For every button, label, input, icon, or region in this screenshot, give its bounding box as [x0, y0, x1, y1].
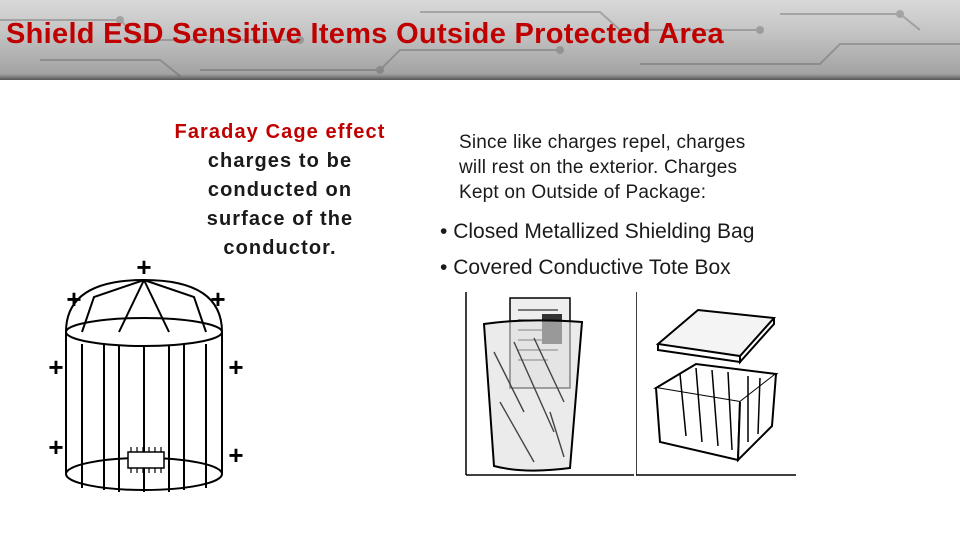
- faraday-heading: Faraday Cage effect: [174, 121, 386, 143]
- charge-symbol: +: [136, 252, 151, 282]
- bullet-item: • Covered Conductive Tote Box: [440, 250, 754, 286]
- faraday-caption: Faraday Cage effect charges to be conduc…: [140, 118, 420, 263]
- explanation-line: Since like charges repel, charges: [459, 132, 746, 153]
- charge-symbol: +: [210, 284, 225, 314]
- faraday-cage-illustration: + + + + + + +: [48, 252, 244, 492]
- explanation-text: Since like charges repel, charges will r…: [459, 130, 839, 205]
- faraday-line: conducted on: [207, 179, 353, 201]
- tote-lid-icon: [655, 308, 777, 365]
- bullet-marker: •: [440, 256, 448, 279]
- faraday-line: conductor.: [223, 237, 337, 259]
- faraday-line: charges to be: [207, 150, 353, 172]
- circuit-pattern: [0, 10, 960, 77]
- explanation-line: Kept on Outside of Package:: [459, 182, 707, 203]
- bullet-text: Closed Metallized Shielding Bag: [453, 220, 755, 243]
- charge-symbol: +: [48, 432, 63, 462]
- charge-symbol: +: [48, 352, 63, 382]
- charge-symbol: +: [228, 440, 243, 470]
- explanation-line: will rest on the exterior. Charges: [459, 157, 738, 178]
- charge-symbol: +: [66, 284, 81, 314]
- shielding-bag-illustration: [465, 292, 634, 476]
- title-banner: Shield ESD Sensitive Items Outside Prote…: [0, 0, 960, 80]
- tote-box-icon: [653, 362, 779, 463]
- charge-symbol: +: [228, 352, 243, 382]
- faraday-line: surface of the: [206, 208, 354, 230]
- bullet-list: • Closed Metallized Shielding Bag • Cove…: [440, 214, 754, 286]
- slide-title: Shield ESD Sensitive Items Outside Prote…: [6, 18, 724, 50]
- tote-box-illustration: [636, 292, 796, 476]
- bullet-text: Covered Conductive Tote Box: [453, 256, 731, 279]
- microchip-icon: [127, 447, 165, 473]
- title-shadow: [0, 74, 960, 80]
- bullet-marker: •: [440, 220, 448, 243]
- bullet-item: • Closed Metallized Shielding Bag: [440, 214, 754, 250]
